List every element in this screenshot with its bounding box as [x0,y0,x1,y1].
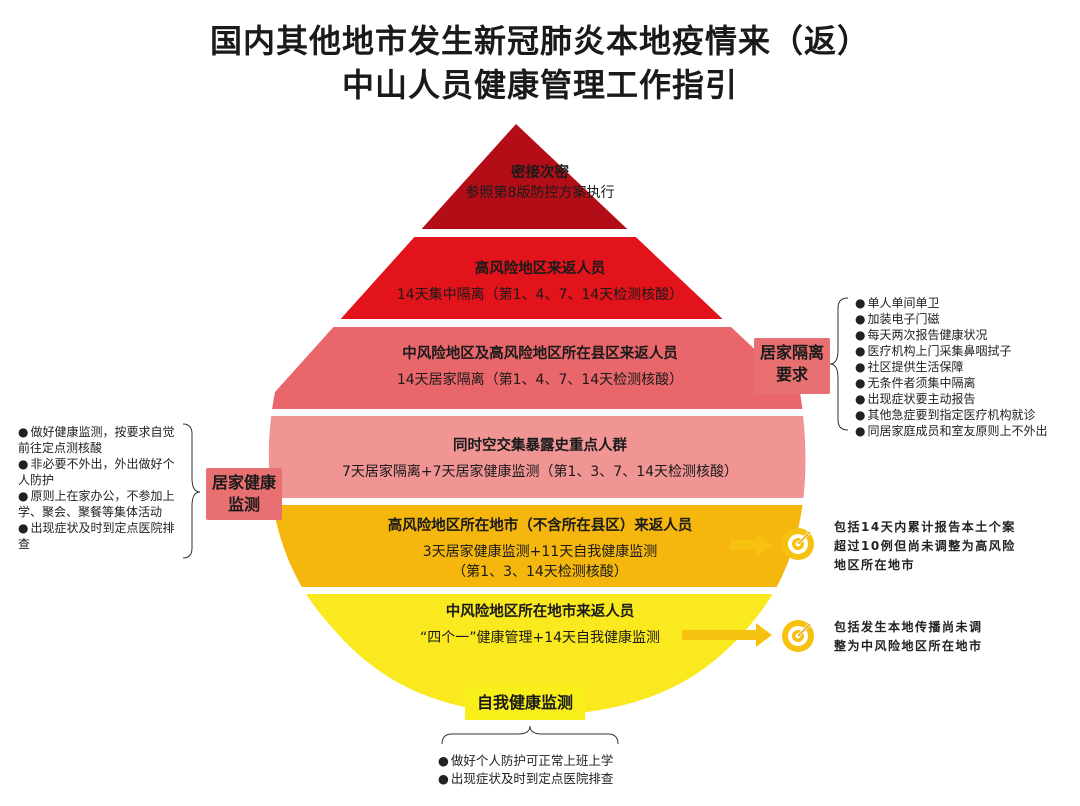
tier-head: 高风险地区来返人员 [474,261,606,277]
list-item: 医疗机构上门采集鼻咽拭子 [855,343,1075,359]
home-monitoring-label: 居家健康 监测 [206,468,282,520]
tier-head: 同时空交集暴露史重点人群 [453,438,627,454]
self-monitoring-label: 自我健康监测 [465,686,585,720]
tier-high-risk: 高风险地区来返人员 14天集中隔离（第1、4、7、14天检测核酸） [280,259,800,305]
list-item: 社区提供生活保障 [855,359,1075,375]
tier-rule: 参照第8版防控方案执行 [465,185,615,201]
list-item: 出现症状及时到定点医院排查 [438,770,658,788]
tier-medium-risk-city: 中风险地区所在地市来返人员 “四个一”健康管理+14天自我健康监测 [280,602,800,648]
tier-band-high-risk-city [268,505,806,587]
tier-rule: 14天集中隔离（第1、4、7、14天检测核酸） [396,287,684,303]
list-item: 同居家庭成员和室友原则上不外出 [855,423,1075,439]
home-isolation-label: 居家隔离 要求 [754,338,830,394]
tier-rule: “四个一”健康管理+14天自我健康监测 [419,630,661,646]
home-isolation-list: 单人单间单卫 加装电子门磁 每天两次报告健康状况 医疗机构上门采集鼻咽拭子 社区… [855,295,1075,439]
home-monitoring-list: 做好健康监测，按要求自觉前往定点测核酸 非必要不外出，外出做好个人防护 原则上在… [18,424,178,552]
tier-spatiotemporal: 同时空交集暴露史重点人群 7天居家隔离+7天居家健康监测（第1、3、7、14天检… [280,436,800,482]
tier-head: 密接次密 [511,165,569,181]
tier-head: 中风险地区所在地市来返人员 [445,604,635,620]
isolation-brace [829,297,849,431]
page-title-line2: 中山人员健康管理工作指引 [341,66,738,104]
arrow-right-icon [730,533,772,557]
target-icon [782,620,814,652]
tier-head: 中风险地区及高风险地区所在县区来返人员 [402,346,678,362]
tier-head: 高风险地区所在地市（不含所在县区）来返人员 [387,518,693,534]
monitoring-brace [182,423,201,559]
list-item: 单人单间单卫 [855,295,1075,311]
list-item: 无条件者须集中隔离 [855,375,1075,391]
tier-band-medium-risk [268,327,806,409]
self-monitoring-list: 做好个人防护可正常上班上学 出现症状及时到定点医院排查 [438,752,658,788]
list-item: 原则上在家办公，不参加上学、聚会、聚餐等集体活动 [18,488,178,520]
list-item: 加装电子门磁 [855,311,1075,327]
tier-rule-detail: （第1、3、14天检测核酸） [452,564,628,580]
list-item: 每天两次报告健康状况 [855,327,1075,343]
tier-rule: 3天居家健康监测+11天自我健康监测 [422,544,658,560]
list-item: 其他急症要到指定医疗机构就诊 [855,407,1075,423]
self-monitoring-brace [441,725,619,745]
tier-rule: 14天居家隔离（第1、4、7、14天检测核酸） [396,372,684,388]
list-item: 出现症状要主动报告 [855,391,1075,407]
tier-band-spatiotemporal [268,416,806,498]
list-item: 做好个人防护可正常上班上学 [438,752,658,770]
tier-rule: 7天居家隔离+7天居家健康监测（第1、3、7、14天检测核酸） [341,464,739,480]
tier-high-risk-city: 高风险地区所在地市（不含所在县区）来返人员 3天居家健康监测+11天自我健康监测… [280,516,800,582]
list-item: 非必要不外出，外出做好个人防护 [18,456,178,488]
tier-close-contact: 密接次密 参照第8版防控方案执行 [280,163,800,203]
tier-medium-risk: 中风险地区及高风险地区所在县区来返人员 14天居家隔离（第1、4、7、14天检测… [280,344,800,390]
list-item: 出现症状及时到定点医院排查 [18,520,178,552]
target-icon [782,528,814,560]
list-item: 做好健康监测，按要求自觉前往定点测核酸 [18,424,178,456]
page-title-line1: 国内其他地市发生新冠肺炎本地疫情来（返） [209,22,870,60]
medium-risk-city-note: 包括发生本地传播尚未调 整为中风险地区所在地市 [834,620,983,653]
high-risk-city-note: 包括14天内累计报告本土个案 超过10例但尚未调整为高风险 地区所在地市 [834,520,1016,572]
arrow-right-icon [682,623,772,647]
